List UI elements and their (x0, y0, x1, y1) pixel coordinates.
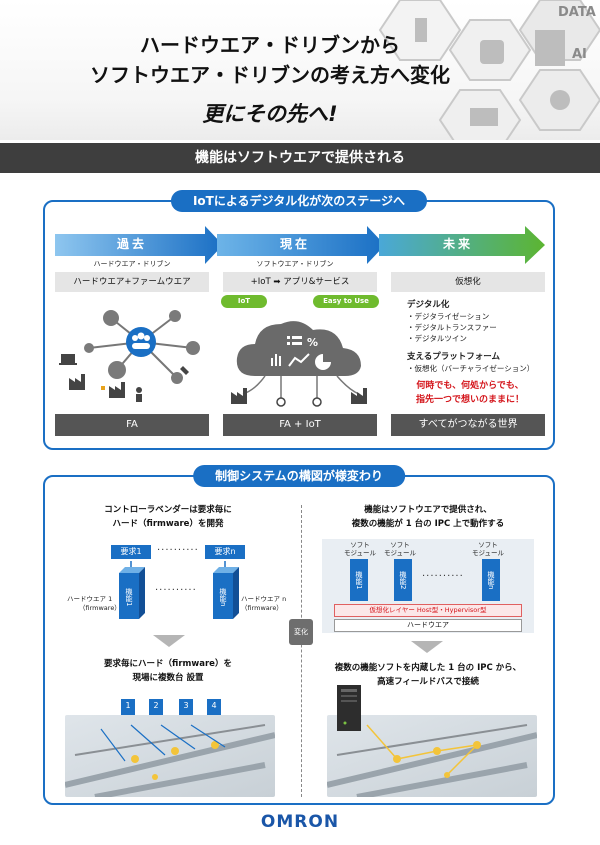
left-bottom-line1: 要求毎にハード（firmware）を (104, 659, 232, 669)
hardware-box-n-label: 機能n (219, 587, 227, 607)
panel2-title: 制御システムの構図が様変わり (193, 465, 405, 487)
hwn-line1: ハードウエア n (241, 595, 287, 603)
right-top-text: 機能はソフトウエアで提供され、 複数の機能が 1 台の IPC 上で動作する (313, 503, 543, 531)
requirement-1: 要求1 (111, 545, 151, 559)
svg-text:%: % (307, 336, 318, 349)
col-future-head: 仮想化 (391, 272, 545, 292)
soft-module-label: ソフトモジュール (471, 541, 505, 557)
hardware-box-n (213, 567, 239, 619)
down-arrow-left (153, 635, 185, 647)
digital-item: ・デジタルトランスファー (407, 323, 497, 332)
stage-present-label: 現在 (279, 237, 310, 251)
virtualization-layer: 仮想化レイヤー Host型・Hypervisor型 (334, 604, 522, 617)
soft-module-label: ソフトモジュール (383, 541, 417, 557)
hardware-network-diagram (59, 310, 200, 402)
future-list: デジタル化 ・デジタライゼーション ・デジタルトランスファー ・デジタルツイン … (407, 298, 547, 374)
hero-header: DATA AI ハードウエア・ドリブンから ソフトウエア・ドリブンの考え方へ変化… (0, 0, 600, 140)
cloud-icon (236, 321, 361, 376)
hero-title: ハードウエア・ドリブンから ソフトウエア・ドリブンの考え方へ変化 (80, 30, 460, 90)
control-system-panel: 制御システムの構図が様変わり コントローラベンダーは要求毎に ハード（firmw… (43, 465, 555, 805)
hardware-boxes (119, 561, 239, 619)
platform-heading: 支えるプラットフォーム (407, 352, 500, 362)
dots-separator: ·········· (155, 585, 197, 596)
stage-future-label: 未来 (442, 237, 473, 251)
factory-image-multi (65, 715, 275, 797)
digitalization-panel: IoTによるデジタル化が次のステージへ 過去 現在 未来 ハードウエア・ドリブン… (43, 190, 555, 450)
number-badge: 1 (121, 699, 135, 715)
digital-item: ・デジタライゼーション (407, 312, 490, 321)
number-badge: 4 (207, 699, 221, 715)
panel1-title: IoTによるデジタル化が次のステージへ (170, 190, 428, 212)
hw1-line1: ハードウエア 1 (67, 595, 113, 603)
users-hub-icon (126, 327, 156, 357)
number-badge: 3 (179, 699, 193, 715)
col-past-head: ハードウエア+ファームウエア (55, 272, 209, 292)
left-top-line1: コントローラベンダーは要求毎に (104, 505, 232, 515)
omron-logo: OMRON (260, 812, 340, 832)
section-band: 機能はソフトウエアで提供される (0, 143, 600, 173)
satellite-icon (180, 366, 189, 375)
dots-separator: ·········· (422, 571, 464, 582)
timeline-arrows (55, 226, 545, 264)
digital-item: ・デジタルツイン (407, 334, 467, 343)
stage-past-label: 過去 (116, 237, 147, 251)
right-top-line1: 機能はソフトウエアで提供され、 (364, 505, 492, 515)
number-badge: 2 (149, 699, 163, 715)
platform-item: ・仮想化（バーチャライゼーション） (407, 364, 535, 373)
stage-past-sub: ハードウエア・ドリブン (93, 260, 171, 268)
laptop-icon (61, 354, 75, 363)
hero-title-line2: ソフトウエア・ドリブンの考え方へ変化 (90, 63, 450, 87)
tagline-red: 何時でも、何処からでも、 指先一つで想いのままに！ (390, 379, 550, 407)
col-past-foot: FA (55, 414, 209, 436)
arrow-present (217, 226, 385, 264)
soft-module-label: ソフトモジュール (343, 541, 377, 557)
hw1-line2: （firmware） (79, 604, 121, 612)
right-bottom-line1: 複数の機能ソフトを内蔵した 1 台の IPC から、 (334, 663, 522, 673)
dots-separator: ·········· (157, 545, 199, 556)
col-present-foot: FA + IoT (223, 414, 377, 436)
left-top-text: コントローラベンダーは要求毎に ハード（firmware）を開発 (53, 503, 283, 531)
hardware-layer: ハードウエア (334, 619, 522, 632)
factory-image-ipc (327, 715, 537, 797)
soft-module-1: 機能1 (350, 559, 368, 601)
ipc-architecture: ソフトモジュール ソフトモジュール ソフトモジュール 機能1 機能2 ·····… (322, 539, 534, 633)
arrow-past (55, 226, 223, 264)
arrow-future (379, 226, 545, 264)
tagline-line2: 指先一つで想いのままに！ (415, 395, 524, 405)
down-arrow-right (411, 641, 443, 653)
left-bottom-text: 要求毎にハード（firmware）を 現場に複数台 設置 (53, 657, 283, 685)
requirement-n: 要求n (205, 545, 245, 559)
stage-present-sub: ソフトウエア・ドリブン (256, 260, 334, 268)
hardwaren-label: ハードウエア n （firmware） (241, 595, 286, 613)
right-top-line2: 複数の機能が 1 台の IPC 上で動作する (351, 519, 505, 529)
change-badge: 変化 (289, 619, 313, 645)
left-top-line2: ハード（firmware）を開発 (112, 519, 224, 529)
left-bottom-line2: 現場に複数台 設置 (132, 673, 204, 683)
tech-hexagon-decoration: DATA AI (378, 0, 600, 140)
hardware-box-1 (119, 567, 145, 619)
hero-title-line1: ハードウエア・ドリブンから (140, 33, 400, 57)
ai-deco-text: AI (572, 47, 587, 62)
factory-line-illustration (327, 724, 537, 797)
tagline-line1: 何時でも、何処からでも、 (416, 381, 524, 391)
hero-subtitle: 更にその先へ! (202, 102, 338, 126)
soft-module-2: 機能2 (394, 559, 412, 601)
hwn-line2: （firmware） (241, 604, 283, 612)
col-future-foot: すべてがつながる世界 (391, 414, 545, 436)
factory-icon (69, 374, 85, 390)
ipc-device-icon (337, 685, 361, 731)
digital-heading: デジタル化 (407, 300, 450, 310)
data-deco-text: DATA (558, 5, 596, 20)
iot-pill: IoT (221, 295, 267, 308)
hardware1-label: ハードウエア 1 （firmware） (67, 595, 121, 613)
right-bottom-line2: 高速フィールドバスで接続 (377, 677, 479, 687)
soft-module-n: 機能n (482, 559, 500, 601)
factory-line-illustration (65, 724, 275, 797)
right-bottom-text: 複数の機能ソフトを内蔵した 1 台の IPC から、 高速フィールドバスで接続 (313, 661, 543, 689)
col-present-head: +IoT ➡ アプリ&サービス (223, 272, 377, 292)
iot-cloud-diagram: % (231, 321, 367, 407)
center-divider (301, 505, 302, 797)
hardware-box-1-label: 機能1 (125, 587, 133, 607)
easy-to-use-pill: Easy to Use (313, 295, 379, 308)
